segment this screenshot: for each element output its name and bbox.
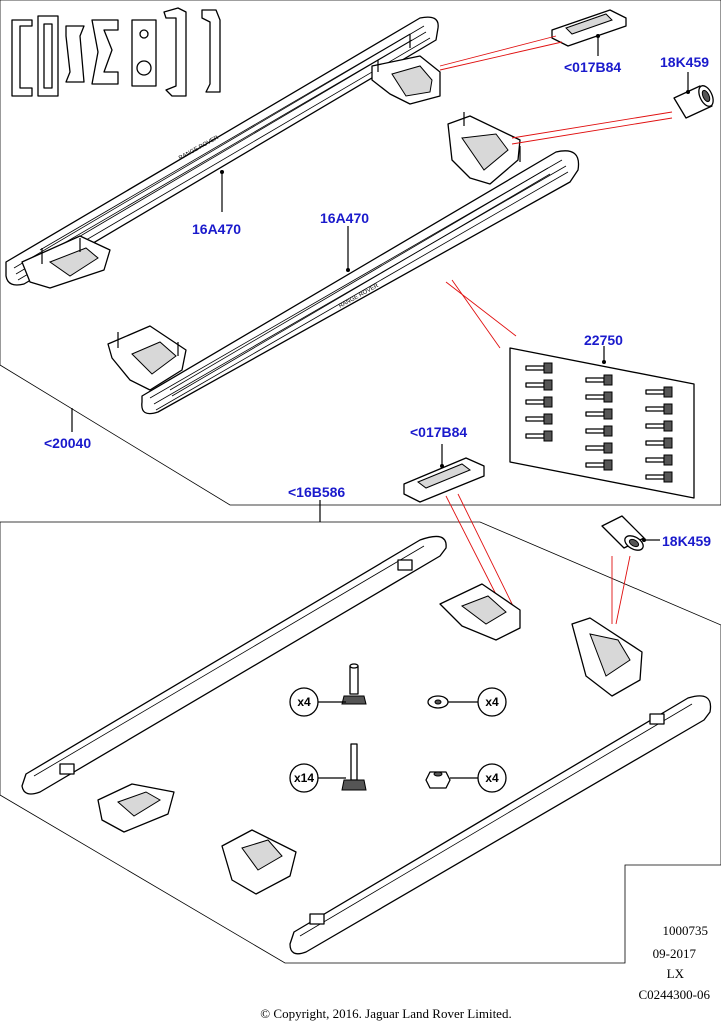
- stud: [341, 743, 367, 791]
- qty-badge-nut: [477, 763, 507, 793]
- rail-bracket-1: [439, 583, 521, 641]
- rivet-shaft: [525, 416, 545, 422]
- rivet-head: [543, 430, 553, 442]
- callout-upper-bracket: <017B84: [564, 59, 621, 75]
- info-line-3: LX: [667, 966, 685, 981]
- rivet-shaft: [525, 382, 545, 388]
- rivet-head: [603, 442, 613, 454]
- upper-panel-outline-bottom: [0, 364, 590, 506]
- callout-upper-cap: 18K459: [660, 54, 709, 70]
- rivet-shaft: [585, 411, 605, 417]
- running-board-right: RANGE ROVER: [107, 112, 580, 415]
- mounting-plates: [11, 7, 221, 97]
- qty-nut: x4: [485, 771, 499, 785]
- rivet-shaft: [645, 457, 665, 463]
- rivet-shaft: [585, 462, 605, 468]
- rivet-head: [603, 391, 613, 403]
- rivet-shaft: [645, 389, 665, 395]
- rivet-head: [663, 403, 673, 415]
- rivet-head: [663, 471, 673, 483]
- rivet-head: [663, 437, 673, 449]
- qty-badge-washer: [477, 687, 507, 717]
- rail-bracket-3: [97, 783, 175, 833]
- bracket-lower: [403, 444, 485, 503]
- callout-fastener-card: 22750: [584, 332, 623, 348]
- rivet-shaft: [585, 445, 605, 451]
- rivet-head: [603, 408, 613, 420]
- rivet-head: [603, 459, 613, 471]
- fastener-card-rivets: [525, 362, 673, 483]
- bracket-upper: [551, 9, 627, 56]
- qty-washer: x4: [485, 695, 499, 709]
- rivet-head: [663, 386, 673, 398]
- running-board-left: RANGE ROVER: [5, 16, 441, 289]
- info-line-2: 09-2017: [653, 946, 697, 961]
- lower-panel-outline: [0, 521, 721, 964]
- info-line-4: C0244300-06: [639, 987, 711, 1002]
- rivet-shaft: [525, 365, 545, 371]
- rivet-head: [663, 420, 673, 432]
- rivet-head: [603, 425, 613, 437]
- hex-bolt: [341, 663, 367, 705]
- cap-upper: [673, 72, 714, 119]
- rivet-shaft: [645, 406, 665, 412]
- cap-lower: [601, 515, 660, 551]
- rivet-head: [543, 379, 553, 391]
- rivet-shaft: [585, 394, 605, 400]
- info-line-1: 1000735: [663, 923, 709, 938]
- callout-kit: <20040: [44, 435, 91, 451]
- hex-nut: [425, 771, 451, 789]
- rivet-head: [603, 374, 613, 386]
- qty-badge-bolt: [289, 687, 319, 717]
- callout-lower-cap: 18K459: [662, 533, 711, 549]
- callout-right-board: 16A470: [320, 210, 369, 226]
- rivet-shaft: [645, 474, 665, 480]
- rivet-shaft: [585, 428, 605, 434]
- callout-left-board: 16A470: [192, 221, 241, 237]
- qty-badge-stud: [289, 763, 319, 793]
- rivet-shaft: [525, 433, 545, 439]
- rivet-shaft: [585, 377, 605, 383]
- rivet-shaft: [525, 399, 545, 405]
- side-rail-left: [21, 535, 447, 795]
- rail-bracket-4: [221, 829, 297, 895]
- callout-lower-bracket: <017B84: [410, 424, 467, 440]
- upper-panel-outline: [0, 0, 721, 506]
- rivet-shaft: [645, 423, 665, 429]
- rivet-shaft: [645, 440, 665, 446]
- qty-bolt: x4: [297, 695, 311, 709]
- rivet-head: [663, 454, 673, 466]
- qty-stud: x14: [294, 771, 314, 785]
- rivet-head: [543, 362, 553, 374]
- callout-lower-kit: <16B586: [288, 484, 345, 500]
- washer: [427, 695, 449, 709]
- rail-bracket-2: [571, 617, 643, 697]
- rivet-head: [543, 413, 553, 425]
- rivet-head: [543, 396, 553, 408]
- side-rail-right: [289, 695, 712, 955]
- copyright: © Copyright, 2016. Jaguar Land Rover Lim…: [260, 1006, 511, 1021]
